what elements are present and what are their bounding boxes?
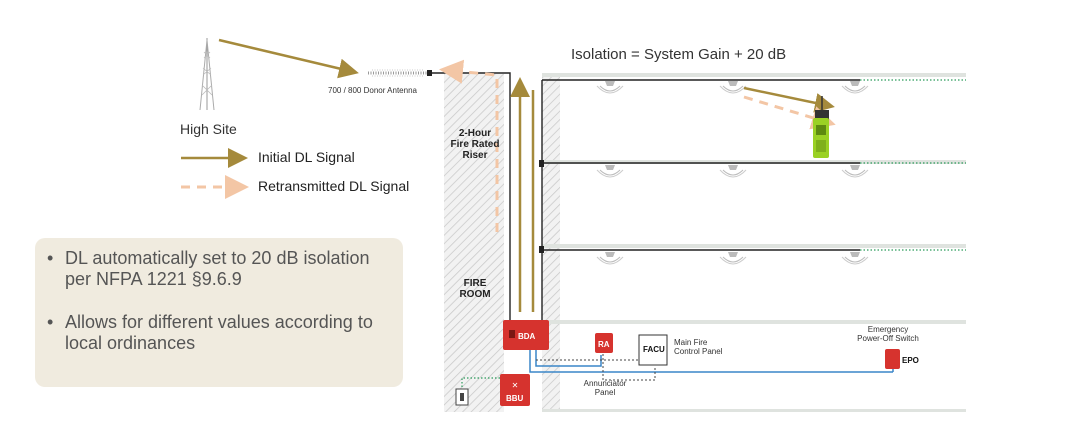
annunciator-panel-icon <box>595 333 613 353</box>
riser-label: 2-Hour Fire Rated Riser <box>446 128 504 161</box>
bda-device-icon <box>503 320 549 350</box>
info-bullet: •DL automatically set to 20 dB isolation… <box>47 248 391 290</box>
svg-text:✕: ✕ <box>512 381 519 390</box>
fire-room-line-2: ROOM <box>459 289 491 300</box>
bbu-device-icon: ✕ <box>500 374 530 406</box>
annunciator-description: Annunciator Panel <box>582 379 628 397</box>
info-bullet: •Allows for different values according t… <box>47 312 391 354</box>
legend-initial-label: Initial DL Signal <box>258 149 355 165</box>
isolation-formula: Isolation = System Gain + 20 dB <box>571 46 787 63</box>
info-box: •DL automatically set to 20 dB isolation… <box>35 238 403 387</box>
fiber-lines <box>461 79 966 388</box>
epo-switch-icon <box>885 349 900 369</box>
fire-room-label: FIRE ROOM <box>446 278 504 300</box>
facu-description: Main Fire Control Panel <box>674 338 722 356</box>
info-bullet-text: Allows for different values according to… <box>65 312 373 353</box>
fire-room-line-1: FIRE <box>463 278 487 289</box>
epo-description: Emergency Power-Off Switch <box>852 325 924 343</box>
radio-icon <box>813 96 829 158</box>
initial-dl-floor-arrow <box>743 86 835 113</box>
retransmitted-dl-signal-arrow <box>439 59 499 232</box>
epo-description-line-1: Emergency <box>867 325 909 334</box>
bda-label: BDA <box>518 332 536 341</box>
donor-antenna-label: 700 / 800 Donor Antenna <box>328 86 417 95</box>
ceiling-detectors <box>596 80 869 265</box>
epo-label: EPO <box>902 356 919 365</box>
facu-description-line-2: Control Panel <box>674 347 723 356</box>
annunciator-description-line-1: Annunciator <box>583 379 627 388</box>
annunciator-description-line-2: Panel <box>594 388 616 397</box>
donor-antenna-icon <box>368 69 432 77</box>
bbu-label: BBU <box>506 394 524 403</box>
riser-line-1: 2-Hour <box>458 128 492 139</box>
facu-description-line-1: Main Fire <box>674 338 708 347</box>
building-floors <box>542 73 966 412</box>
high-site-tower-icon <box>199 38 215 111</box>
riser-line-3: Riser <box>462 150 488 161</box>
riser-line-2: Fire Rated <box>450 139 500 150</box>
ra-label: RA <box>598 340 610 349</box>
info-bullet-text: DL automatically set to 20 dB isolation … <box>65 248 370 289</box>
epo-description-line-2: Power-Off Switch <box>857 334 919 343</box>
high-site-label: High Site <box>180 121 237 137</box>
facu-panel-icon <box>638 334 668 366</box>
initial-dl-signal-arrow <box>218 38 359 79</box>
legend-retransmitted-label: Retransmitted DL Signal <box>258 178 410 194</box>
facu-label: FACU <box>643 345 665 354</box>
